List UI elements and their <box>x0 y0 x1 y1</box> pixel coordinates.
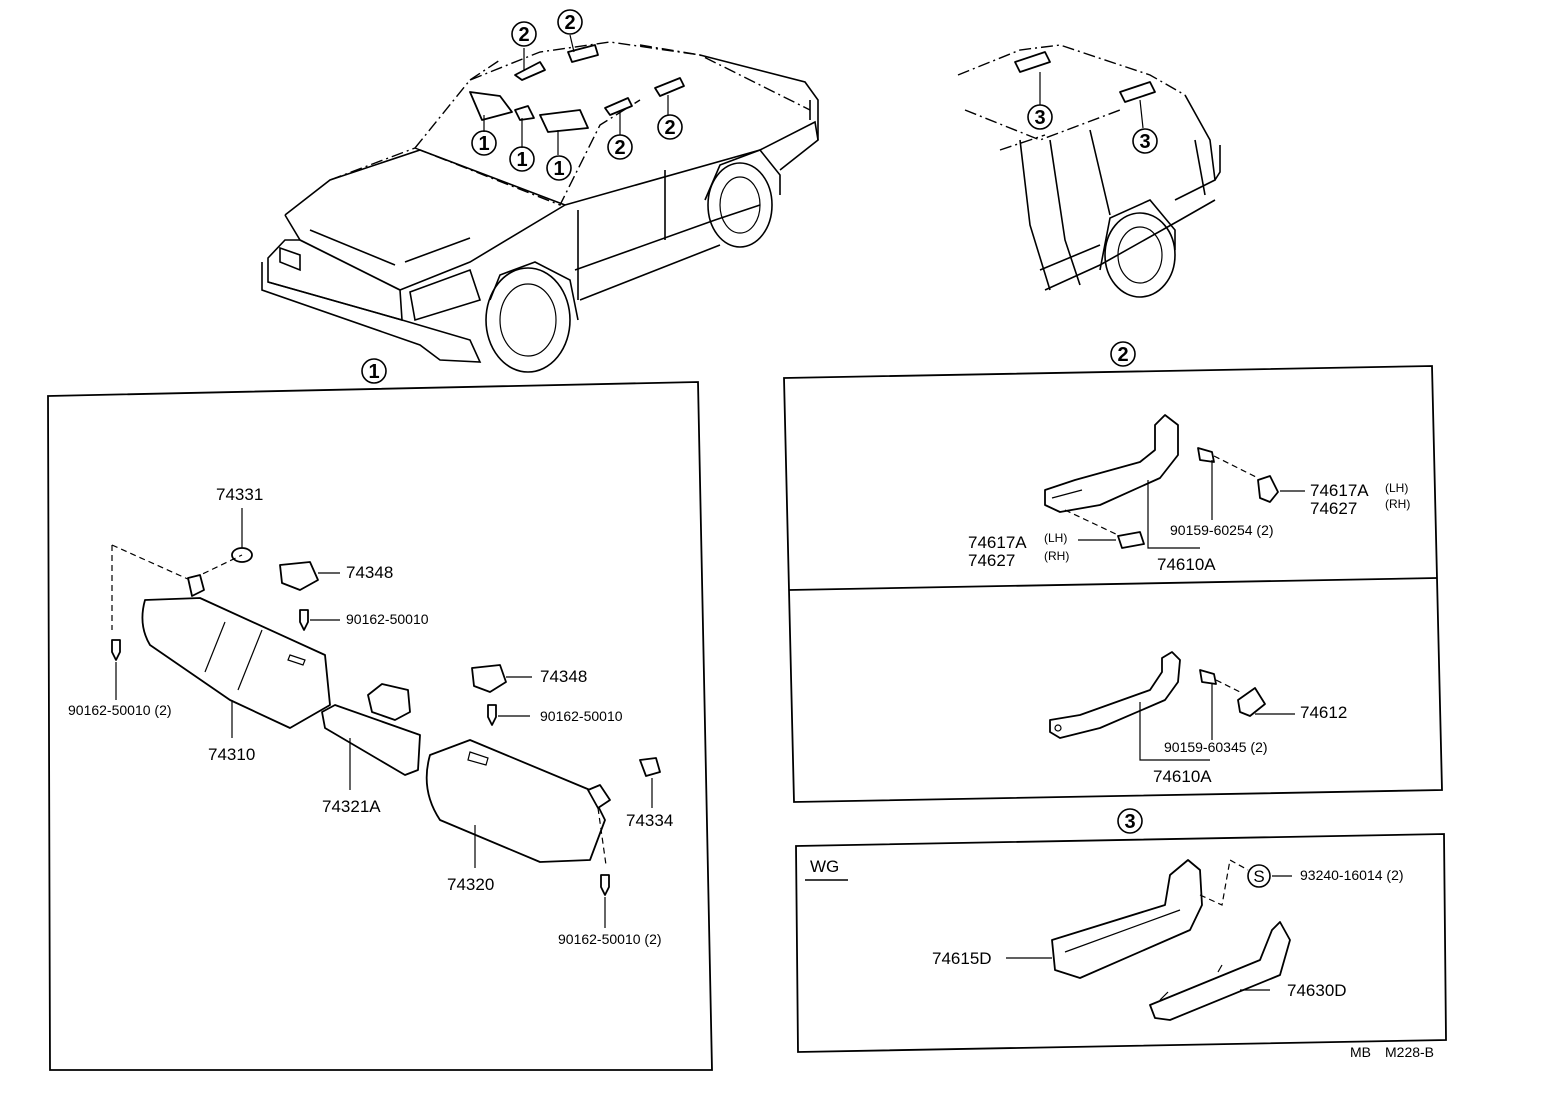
label-rh-right: (RH) <box>1385 497 1410 511</box>
svg-text:2: 2 <box>518 24 529 46</box>
label-74617A-left: 74617A <box>968 533 1027 552</box>
label-90162-50010-top: 90162-50010 <box>346 611 429 627</box>
label-90159-60254: 90159-60254 (2) <box>1170 522 1274 538</box>
section-2-divider <box>788 577 1438 591</box>
svg-text:2: 2 <box>664 117 675 139</box>
label-74334: 74334 <box>626 811 673 830</box>
label-74321A: 74321A <box>322 797 381 816</box>
label-lh-left: (LH) <box>1044 531 1067 545</box>
svg-text:3: 3 <box>1124 811 1135 833</box>
sedan-callout-1b: 1 <box>509 146 535 172</box>
label-74610A-lower: 74610A <box>1153 767 1212 786</box>
label-74610A-upper: 74610A <box>1157 555 1216 574</box>
label-74310: 74310 <box>208 745 255 764</box>
svg-text:2: 2 <box>1117 344 1128 366</box>
label-74617A-right: 74617A <box>1310 481 1369 500</box>
label-74615D: 74615D <box>932 949 992 968</box>
svg-text:3: 3 <box>1139 131 1150 153</box>
sedan-illustration <box>261 34 819 373</box>
wagon-callout-3a: 3 <box>1027 104 1053 130</box>
footer-code-mb: MB <box>1350 1044 1371 1060</box>
svg-text:3: 3 <box>1034 107 1045 129</box>
label-74612: 74612 <box>1300 703 1347 722</box>
svg-text:S: S <box>1253 867 1264 886</box>
label-74348-mid: 74348 <box>540 667 587 686</box>
svg-text:2: 2 <box>564 12 575 34</box>
sedan-callout-2b: 2 <box>557 9 583 35</box>
section-1-label: 1 <box>361 358 387 384</box>
label-wg: WG <box>810 857 839 876</box>
wagon-callout-3b: 3 <box>1132 128 1158 154</box>
sedan-callout-2c: 2 <box>607 134 633 160</box>
label-93240-16014: 93240-16014 (2) <box>1300 867 1404 883</box>
section-3-parts <box>1006 859 1291 1021</box>
section-2-upper-parts <box>1044 414 1305 549</box>
label-90159-60345: 90159-60345 (2) <box>1164 739 1268 755</box>
label-rh-left: (RH) <box>1044 549 1069 563</box>
sedan-callout-2a: 2 <box>511 21 537 47</box>
sedan-callout-1c: 1 <box>546 155 572 181</box>
section-3-label: 3 <box>1117 808 1143 834</box>
svg-text:1: 1 <box>553 158 564 180</box>
sedan-callout-2d: 2 <box>657 114 683 140</box>
section-2-label: 2 <box>1110 341 1136 367</box>
section-2-frame <box>783 365 1443 803</box>
wagon-illustration <box>957 44 1221 298</box>
section-1-frame <box>47 381 713 1071</box>
section-1-parts <box>111 508 661 928</box>
label-74627-right: 74627 <box>1310 499 1357 518</box>
svg-text:2: 2 <box>614 137 625 159</box>
label-74630D: 74630D <box>1287 981 1347 1000</box>
section-2-lower-parts <box>1049 651 1295 761</box>
label-74627-left: 74627 <box>968 551 1015 570</box>
label-90162-50010-bottom: 90162-50010 (2) <box>558 931 662 947</box>
svg-text:1: 1 <box>516 149 527 171</box>
svg-text:1: 1 <box>368 361 379 383</box>
sedan-callout-1a: 1 <box>471 130 497 156</box>
label-74348-top: 74348 <box>346 563 393 582</box>
label-74331: 74331 <box>216 485 263 504</box>
label-90162-50010-mid: 90162-50010 <box>540 708 623 724</box>
label-90162-50010-left: 90162-50010 (2) <box>68 702 172 718</box>
footer-code-m228b: M228-B <box>1385 1044 1434 1060</box>
label-74320: 74320 <box>447 875 494 894</box>
s-mark: S <box>1247 864 1271 888</box>
label-lh-right: (LH) <box>1385 481 1408 495</box>
section-3-frame <box>795 833 1447 1053</box>
svg-text:1: 1 <box>478 133 489 155</box>
